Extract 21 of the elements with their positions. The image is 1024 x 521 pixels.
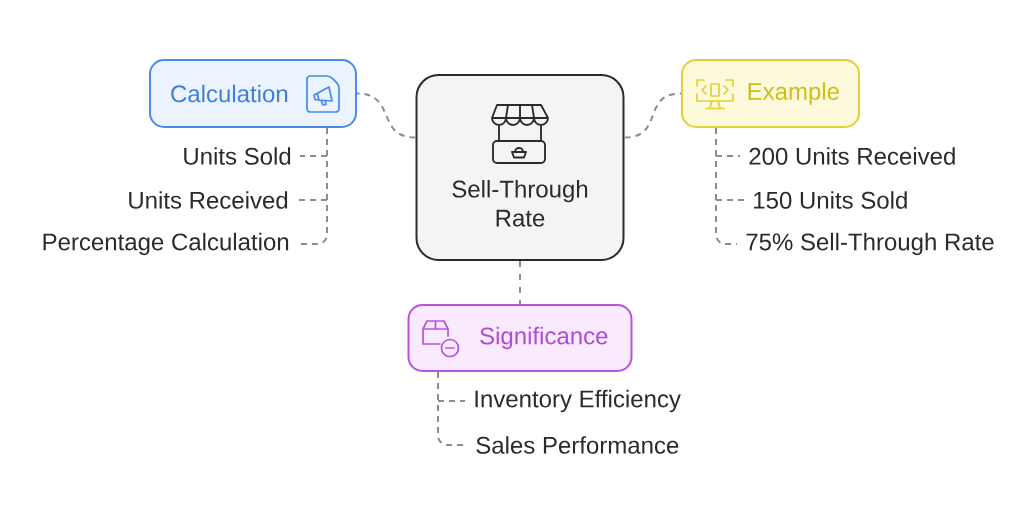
connector-line — [437, 400, 466, 402]
item-label: Sales Performance — [476, 436, 679, 454]
category-box: Example — [681, 59, 860, 128]
topic-box: Sell-Through Rate — [415, 74, 625, 261]
connector-line — [623, 92, 682, 139]
item-label: Units Received — [129, 191, 288, 209]
category-box: Calculation — [149, 59, 357, 128]
item-label: Inventory Efficiency — [475, 389, 681, 413]
item-label: 75% Sell-Through Rate — [746, 232, 994, 256]
item-label: 150 Units Sold — [754, 191, 907, 209]
item-label: 200 Units Received — [749, 147, 955, 165]
item-label: Percentage Calculation — [43, 232, 289, 256]
connector-line — [715, 155, 741, 157]
connector-line — [296, 199, 328, 201]
connector-line — [356, 92, 417, 139]
connector-line — [715, 127, 738, 245]
connector-line — [715, 199, 745, 201]
connector-line — [519, 260, 521, 305]
item-label: Units Sold — [184, 147, 291, 165]
category-box: Significance — [407, 304, 633, 372]
connector-line — [299, 155, 328, 157]
